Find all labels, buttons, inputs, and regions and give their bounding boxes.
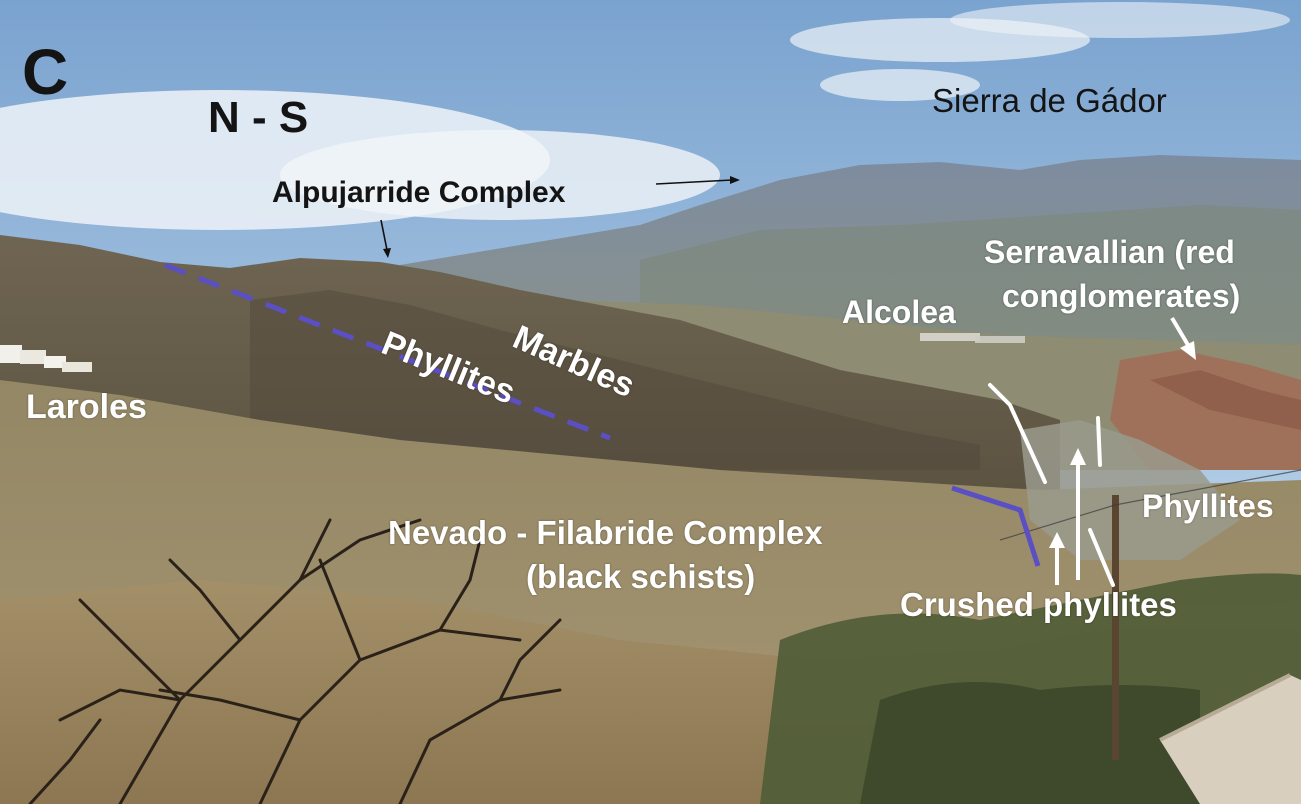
cloud: [820, 69, 980, 101]
laroles-label: Laroles: [26, 388, 147, 426]
bare-branches: [28, 518, 562, 804]
roof: [1160, 675, 1301, 804]
alpujarride-arrows: [380, 176, 740, 258]
nevado-filabride-label-line2: (black schists): [526, 558, 756, 595]
phyllites-contact-dashed: [164, 262, 611, 441]
serravallian-label-line2: conglomerates): [1002, 278, 1241, 314]
alcolea-village: [920, 333, 1025, 343]
alpujarride-complex-label: Alpujarride Complex: [272, 176, 566, 209]
panel-letter: C: [22, 36, 69, 108]
alcolea-label: Alcolea: [842, 294, 956, 330]
crushed-phyllite-arrows: [1049, 448, 1086, 585]
nevado-filabride-label-line1: Nevado - Filabride Complex: [388, 514, 823, 551]
cloud: [280, 130, 720, 220]
orientation-label: N - S: [208, 93, 309, 142]
badland-ridge: [1150, 370, 1301, 430]
phyllites-right-label: Phyllites: [1142, 488, 1274, 524]
serravallian-arrow: [1170, 316, 1196, 360]
sierra-de-gador-label: Sierra de Gádor: [932, 82, 1167, 119]
cloud: [950, 2, 1290, 38]
crushed-phyllites-label: Crushed phyllites: [900, 586, 1177, 623]
fault-contact-solid: [951, 485, 1041, 567]
hill-ridge-texture: [250, 290, 980, 470]
serravallian-label-line1: Serravallian (red: [984, 234, 1235, 270]
roof-edge: [1159, 673, 1291, 742]
laroles-village: [0, 345, 92, 372]
power-line: [999, 469, 1301, 541]
utility-pole: [1112, 495, 1119, 760]
shrub-cluster: [860, 682, 1200, 804]
fault-lines: [988, 383, 1115, 587]
